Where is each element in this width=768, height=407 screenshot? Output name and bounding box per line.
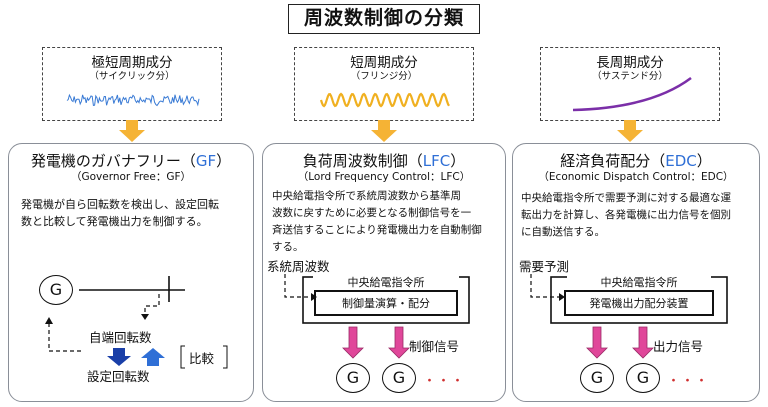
input-label: 需要予測 [519, 259, 570, 274]
more-generators-ellipsis: ・・・ [667, 374, 710, 389]
description-line: 中央給電指令所で系統周波数から基準周 [272, 190, 461, 202]
component-name: 短周期成分 [350, 55, 418, 71]
description-line: 中央給電指令所で需要予測に対する最適な運 [521, 192, 731, 204]
generator-circle: G [626, 363, 660, 393]
self-speed-label: 自端回転数 [89, 330, 152, 345]
more-generators-ellipsis: ・・・ [423, 374, 466, 389]
panel-abbr: GF [195, 152, 217, 170]
fringe-wave-icon [319, 92, 450, 108]
panel-gf: 発電機のガバナフリー（GF） （Governor Free：GF） 発電機が自ら… [8, 143, 254, 402]
signal-label: 出力信号 [653, 339, 704, 354]
dispatch-center-label: 中央給電指令所 [313, 274, 459, 290]
description-line: 数と比較して発電機出力を制御する。 [21, 215, 208, 228]
panel-lfc: 負荷周波数制御（LFC） （Lord Frequency Control：LFC… [262, 143, 506, 402]
generator-circle: G [382, 363, 416, 393]
panel-title: 負荷周波数制御（LFC） [302, 152, 466, 170]
down-arrow-icon [617, 120, 643, 142]
panel-title-text: 経済負荷配分 [560, 152, 651, 170]
description-line: に自動送信する。 [521, 226, 605, 238]
generator-circle: G [39, 275, 73, 305]
compare-up-arrow-icon [141, 348, 165, 366]
panel-edc: 経済負荷配分（EDC） （Economic Dispatch Control：E… [512, 143, 760, 402]
panel-subtitle: （Governor Free：GF） [70, 171, 192, 183]
compare-label: 比較 [189, 351, 215, 366]
description-line: する。 [272, 241, 304, 253]
compare-down-arrow-icon [107, 348, 131, 366]
component-sub: （フリンジ分） [350, 71, 418, 82]
panel-description: 中央給電指令所で系統周波数から基準周 波数に戻すために必要となる制御信号を一 斉… [272, 188, 482, 256]
panel-subtitle: （Lord Frequency Control：LFC） [297, 171, 471, 183]
description-line: 斉送信することにより発電機出力を自動制御 [272, 224, 482, 236]
component-box-fringe: 短周期成分 （フリンジ分） [294, 47, 474, 121]
component-name: 長周期成分 [596, 55, 664, 71]
component-sub: （サイクリック分） [89, 71, 175, 82]
panel-title: 経済負荷配分（EDC） [560, 152, 712, 170]
signal-label: 制御信号 [409, 339, 460, 354]
dispatch-center-label: 中央給電指令所 [567, 274, 711, 290]
control-unit-label: 制御量演算・配分 [342, 297, 430, 310]
component-box-sustained: 長周期成分 （サステンド分） [540, 47, 720, 121]
diagram-title: 周波数制御の分類 [288, 4, 480, 34]
panel-description: 発電機が自ら回転数を検出し、設定回転 数と比較して発電機出力を制御する。 [21, 196, 219, 230]
description-line: 発電機が自ら回転数を検出し、設定回転 [21, 198, 219, 211]
sustained-curve-icon [572, 76, 692, 112]
generator-circle: G [336, 363, 370, 393]
description-line: 転出力を計算し、各発電機に出力信号を個別 [521, 209, 731, 221]
panel-abbr: EDC [665, 152, 697, 170]
cyclic-wave-icon [66, 93, 200, 107]
panel-subtitle: （Economic Dispatch Control：EDC） [538, 171, 734, 183]
down-arrow-icon [371, 120, 397, 142]
panel-abbr: LFC [422, 152, 451, 170]
input-label: 系統周波数 [267, 259, 330, 274]
set-speed-label: 設定回転数 [87, 369, 150, 384]
component-name: 極短周期成分 [91, 55, 173, 71]
panel-description: 中央給電指令所で需要予測に対する最適な運 転出力を計算し、各発電機に出力信号を個… [521, 190, 731, 241]
description-line: 波数に戻すために必要となる制御信号を一 [272, 207, 472, 219]
panel-title: 発電機のガバナフリー（GF） [30, 152, 232, 170]
panel-title-text: 発電機のガバナフリー [30, 152, 181, 170]
component-sub: （サステンド分） [592, 71, 668, 82]
output-allocation-unit-label: 発電機出力配分装置 [589, 297, 689, 310]
generator-circle: G [580, 363, 614, 393]
gf-control-loop [45, 276, 228, 369]
down-arrow-icon [119, 120, 145, 142]
panel-title-text: 負荷周波数制御 [302, 152, 408, 170]
component-box-cyclic: 極短周期成分 （サイクリック分） [42, 47, 222, 121]
